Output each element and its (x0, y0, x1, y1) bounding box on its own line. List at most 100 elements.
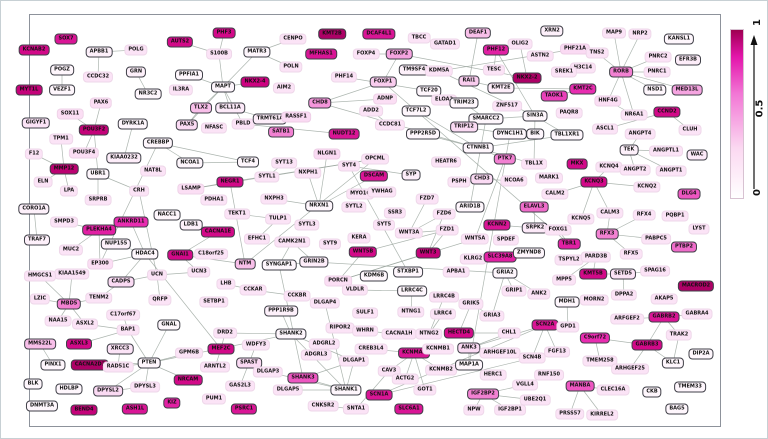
node[interactable]: GRIN2B (299, 256, 329, 268)
node[interactable]: SHANK1 (330, 384, 362, 396)
node[interactable]: TRIP12 (450, 121, 478, 133)
node[interactable]: UBE2Q1 (519, 394, 551, 406)
node[interactable]: TBL1XR1 (550, 129, 584, 141)
node[interactable]: OLIG2 (507, 38, 533, 50)
node[interactable]: SPAST (236, 357, 262, 369)
node[interactable]: SCN2A (531, 319, 559, 331)
node[interactable]: NEGR1 (216, 176, 244, 188)
node[interactable]: TMEM258 (582, 355, 618, 367)
node[interactable]: C9orf72 (579, 332, 611, 344)
node[interactable]: TBL1X (521, 158, 547, 170)
node[interactable]: CENPO (279, 33, 307, 45)
node[interactable]: LPA (59, 185, 79, 197)
node[interactable]: KCNN2 (483, 219, 511, 231)
node[interactable]: NTNG1 (397, 306, 425, 318)
node[interactable]: FGF13 (544, 346, 570, 358)
node[interactable]: NSD1 (643, 84, 667, 96)
node[interactable]: FOXP1 (369, 76, 397, 88)
node[interactable]: MEF2C (207, 343, 235, 355)
node[interactable]: FOXP2 (385, 48, 413, 60)
node[interactable]: C18orf25 (194, 248, 228, 260)
node[interactable]: MAP1A (455, 359, 483, 371)
node[interactable]: KDM6B (359, 270, 389, 282)
node[interactable]: NR6A1 (620, 109, 648, 121)
node[interactable]: NFASC (200, 122, 228, 134)
node[interactable]: HECTD4 (443, 327, 475, 339)
node[interactable]: CACNA1H (381, 328, 417, 340)
node[interactable]: GIGYF1 (21, 117, 51, 129)
node[interactable]: SYTL1 (254, 171, 280, 183)
node[interactable]: TNS2 (585, 47, 609, 59)
node[interactable]: LZIC (29, 293, 51, 305)
node[interactable]: SMARCC2 (468, 113, 504, 125)
node[interactable]: KMT2C (569, 83, 597, 95)
node[interactable]: WNT5B (348, 246, 378, 258)
node[interactable]: ASTN2 (526, 50, 554, 62)
node[interactable]: ANGPT4 (624, 128, 656, 140)
node[interactable]: KERA (347, 232, 371, 244)
node[interactable]: GABRA4 (681, 308, 713, 320)
node[interactable]: MACROD2 (677, 280, 715, 292)
node[interactable]: CHD3 (470, 173, 494, 185)
node[interactable]: MDH1 (554, 296, 580, 308)
node[interactable]: MYT1L (15, 84, 43, 96)
node[interactable]: PAQR8 (555, 107, 583, 119)
node[interactable]: XRCC3 (106, 343, 134, 355)
node[interactable]: LRRC4C (397, 285, 427, 297)
node[interactable]: KCNMB2 (425, 364, 457, 376)
node[interactable]: PLEKHA4 (82, 224, 116, 236)
node[interactable]: MFHAS1 (305, 48, 337, 60)
node[interactable]: UBR1 (86, 168, 110, 180)
node[interactable]: GRN (125, 66, 147, 78)
node[interactable]: NRP2 (628, 28, 652, 40)
node[interactable]: ADD2 (359, 105, 383, 117)
node[interactable]: TBR1 (557, 238, 581, 250)
node[interactable]: SYT4 (337, 160, 361, 172)
node[interactable]: PRSS57 (555, 408, 585, 420)
node[interactable]: KMT2B (318, 28, 346, 40)
node[interactable]: DPYSL2 (93, 385, 123, 397)
node[interactable]: OPCML (361, 153, 389, 165)
node[interactable]: CREBBP (142, 137, 174, 149)
node[interactable]: CHD8 (308, 97, 332, 109)
node[interactable]: NRCAM (173, 374, 203, 386)
node[interactable]: KCNQ4 (595, 161, 623, 173)
node[interactable]: GPM6B (174, 347, 204, 359)
node[interactable]: MATR3 (243, 46, 271, 58)
node[interactable]: BLK (23, 378, 43, 390)
node[interactable]: KIZ (163, 397, 181, 409)
node[interactable]: IL3RA (168, 84, 194, 96)
node[interactable]: SMPD3 (50, 216, 78, 228)
node[interactable]: SLC6A1 (394, 403, 424, 415)
node[interactable]: RAD51C (102, 361, 134, 373)
node[interactable]: MPP5 (552, 274, 576, 286)
node[interactable]: MMP12 (49, 163, 79, 175)
node[interactable]: DNMT3A (25, 400, 59, 412)
node[interactable]: EP300 (87, 258, 113, 270)
node[interactable]: TEK (619, 144, 639, 156)
node[interactable]: PHF14 (330, 71, 358, 83)
node[interactable]: RIPOR2 (325, 322, 355, 334)
node[interactable]: VLDLR (341, 284, 369, 296)
node[interactable]: GAS2L3 (225, 380, 255, 392)
node[interactable]: SETBP1 (199, 296, 229, 308)
node[interactable]: CLEC16A (596, 384, 630, 396)
node[interactable]: TENM2 (85, 292, 113, 304)
node[interactable]: KCNMB1 (422, 343, 454, 355)
node[interactable]: SHANK3 (287, 372, 319, 384)
node[interactable]: MAPT (211, 81, 235, 93)
node[interactable]: MANBA (565, 380, 595, 392)
node[interactable]: ANK2 (527, 288, 551, 300)
node[interactable]: DEAF1 (464, 27, 492, 39)
node[interactable]: TAOK1 (540, 90, 568, 102)
node[interactable]: PTK7 (493, 153, 517, 165)
node[interactable]: LRRC4B (429, 291, 459, 303)
node[interactable]: MAP9 (602, 27, 626, 39)
node[interactable]: UCN (147, 269, 167, 281)
node[interactable]: PPFIA1 (175, 69, 203, 81)
node[interactable]: VGLL4 (512, 379, 538, 391)
node[interactable]: NCOA6 (500, 175, 528, 187)
node[interactable]: NTNG2 (415, 328, 443, 340)
node[interactable]: YWHAG (367, 186, 397, 198)
node[interactable]: PPP2R5D (406, 128, 440, 140)
